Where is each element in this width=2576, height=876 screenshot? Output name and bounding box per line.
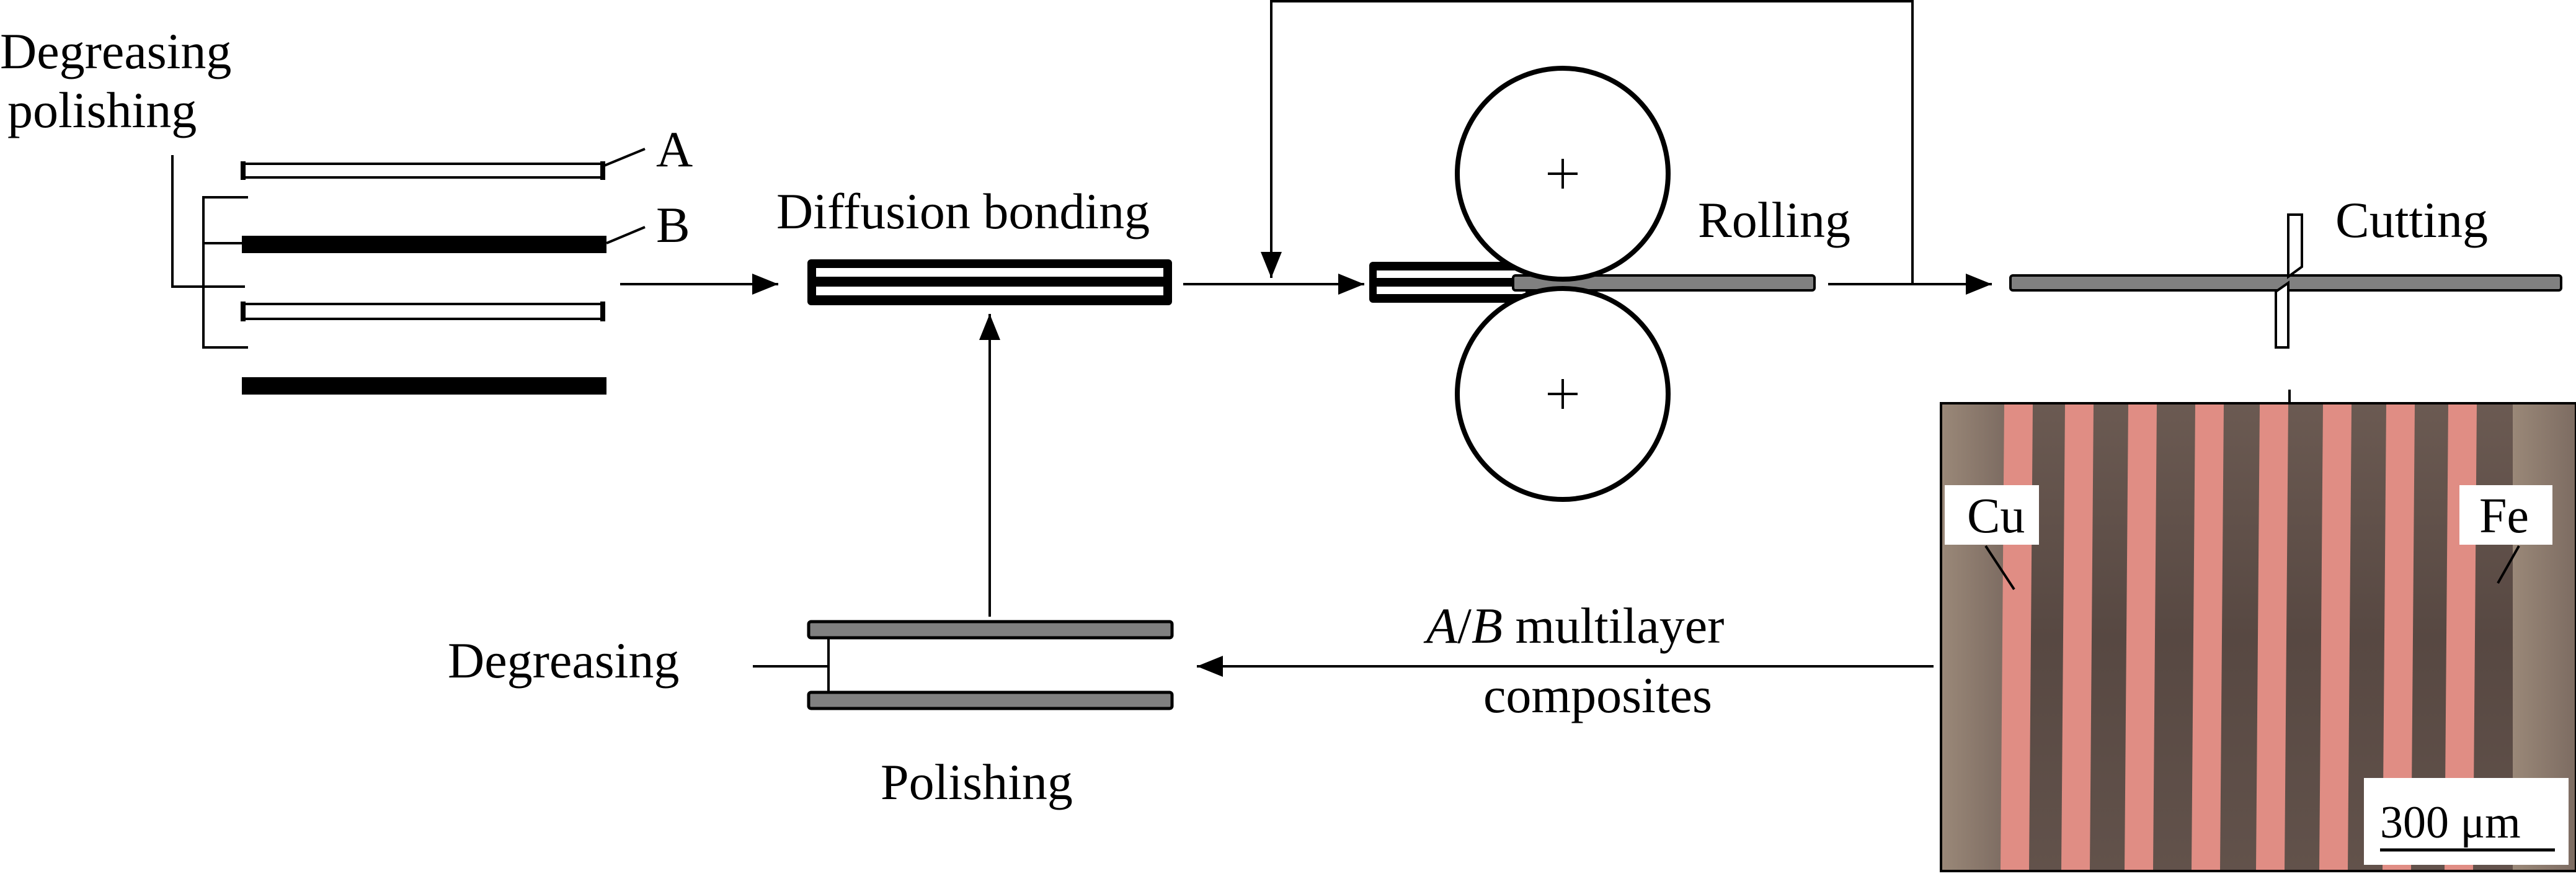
rolling-step: Rolling: [1261, 0, 1914, 502]
plate-a-1-end: [241, 161, 246, 180]
bonded-stack: [807, 259, 1172, 305]
cu-label: Cu: [1967, 489, 2025, 543]
upper-roller-center: [1548, 159, 1578, 189]
label-a: A: [656, 121, 693, 177]
degreasing-polishing-label: Degreasing polishing: [0, 23, 244, 138]
copper-stripe: [2061, 404, 2094, 870]
cutting-label: Cutting: [2335, 192, 2488, 248]
rolling-loop-arrow: [1261, 0, 1914, 285]
cutting-blade-lower: [2275, 280, 2290, 349]
copper-stripe: [2192, 404, 2224, 870]
plate-a-2-end: [241, 302, 246, 321]
micrograph-left-edge: [1942, 404, 2004, 870]
composite-plate-lower: [807, 691, 1174, 710]
copper-stripe: [2256, 404, 2288, 870]
degreasing-bracket: [171, 155, 245, 288]
copper-stripe: [2383, 404, 2415, 870]
plate-b-2: [242, 377, 606, 395]
rolled-sheet-layer: [1377, 287, 1526, 294]
cu-label-box: [1945, 485, 2039, 545]
fe-leader: [2497, 545, 2520, 584]
composites-label: A/B multilayer composites: [1423, 597, 1737, 723]
bonded-stack-layer: [816, 268, 1163, 277]
composite-plate-upper: [807, 620, 1174, 640]
cutting-blade-upper: [2287, 213, 2303, 279]
cu-leader: [1984, 545, 2015, 591]
copper-stripe: [2125, 404, 2157, 870]
plate-bracket: [202, 196, 248, 349]
plate-a-2: [242, 303, 605, 320]
plate-a-1: [242, 163, 605, 179]
rolling-label: Rolling: [1698, 192, 1850, 248]
fe-label: Fe: [2479, 489, 2529, 543]
polishing-label: Polishing: [881, 754, 1073, 810]
scale-bar-label: 300 μm: [2380, 797, 2521, 848]
bonded-stack-layer: [816, 287, 1163, 295]
label-b: B: [656, 197, 690, 253]
degreasing-polishing-step: Degreasing Polishing: [448, 314, 1174, 810]
copper-stripe: [2319, 404, 2352, 870]
leader-b: [606, 226, 646, 244]
leader-a: [602, 148, 646, 168]
cutting-step: Cutting: [2009, 192, 2562, 403]
rolled-sheet-layer: [1377, 270, 1526, 278]
degreasing-connector: [753, 639, 830, 691]
lower-roller-center: [1548, 379, 1578, 409]
stacked-plates: Degreasing polishing A B: [0, 23, 693, 395]
degreasing-label: Degreasing: [448, 632, 679, 689]
micrograph: Cu Fe 300 μm: [1940, 402, 2576, 872]
fe-label-box: [2459, 485, 2552, 545]
copper-stripe: [2001, 404, 2033, 870]
plate-a-2-end: [600, 302, 605, 321]
rolled-sheet-output: [1512, 274, 1816, 292]
plate-b-1: [242, 236, 606, 253]
diffusion-bonding-label: Diffusion bonding: [776, 183, 1150, 239]
plate-a-1-end: [600, 161, 605, 180]
diffusion-bonding-step: Diffusion bonding: [776, 183, 1172, 305]
rolled-sheet-input: [1369, 262, 1530, 303]
